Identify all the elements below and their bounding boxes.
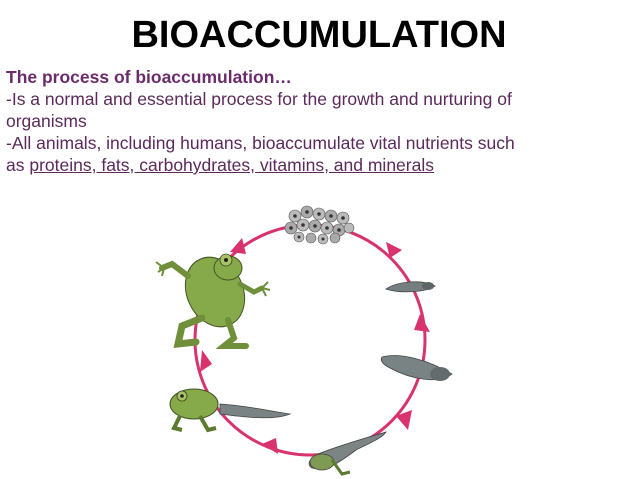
cycle-arrows — [200, 238, 430, 454]
froglet-icon — [169, 388, 292, 433]
arrow-5-icon — [200, 350, 212, 372]
arrow-3-icon — [396, 410, 412, 430]
arrow-4-icon — [262, 438, 278, 454]
bullet-1-line-2: organisms — [6, 111, 87, 131]
bullet-2-line-1: -All animals, including humans, bioaccum… — [6, 133, 515, 153]
arrow-6-icon — [230, 238, 246, 254]
subheading: The process of bioaccumulation… — [6, 67, 292, 87]
tadpole-with-legs-icon — [308, 431, 387, 476]
tadpole-icon — [385, 281, 436, 293]
arrow-2-icon — [414, 314, 430, 332]
nutrients-list: proteins, fats, carbohydrates, vitamins,… — [29, 155, 434, 175]
bullet-1-line-1: -Is a normal and essential process for t… — [6, 89, 512, 109]
egg-mass-icon — [284, 205, 355, 245]
slide-body: The process of bioaccumulation… -Is a no… — [6, 66, 634, 176]
bullet-2-prefix: as — [6, 155, 30, 175]
arrow-1-icon — [386, 242, 402, 258]
older-tadpole-icon — [380, 355, 453, 381]
slide-title: BIOACCUMULATION — [131, 14, 507, 56]
bullet-2-line-2: as proteins, fats, carbohydrates, vitami… — [6, 154, 634, 176]
adult-frog-icon — [155, 253, 271, 349]
frog-life-cycle-diagram — [155, 205, 453, 476]
